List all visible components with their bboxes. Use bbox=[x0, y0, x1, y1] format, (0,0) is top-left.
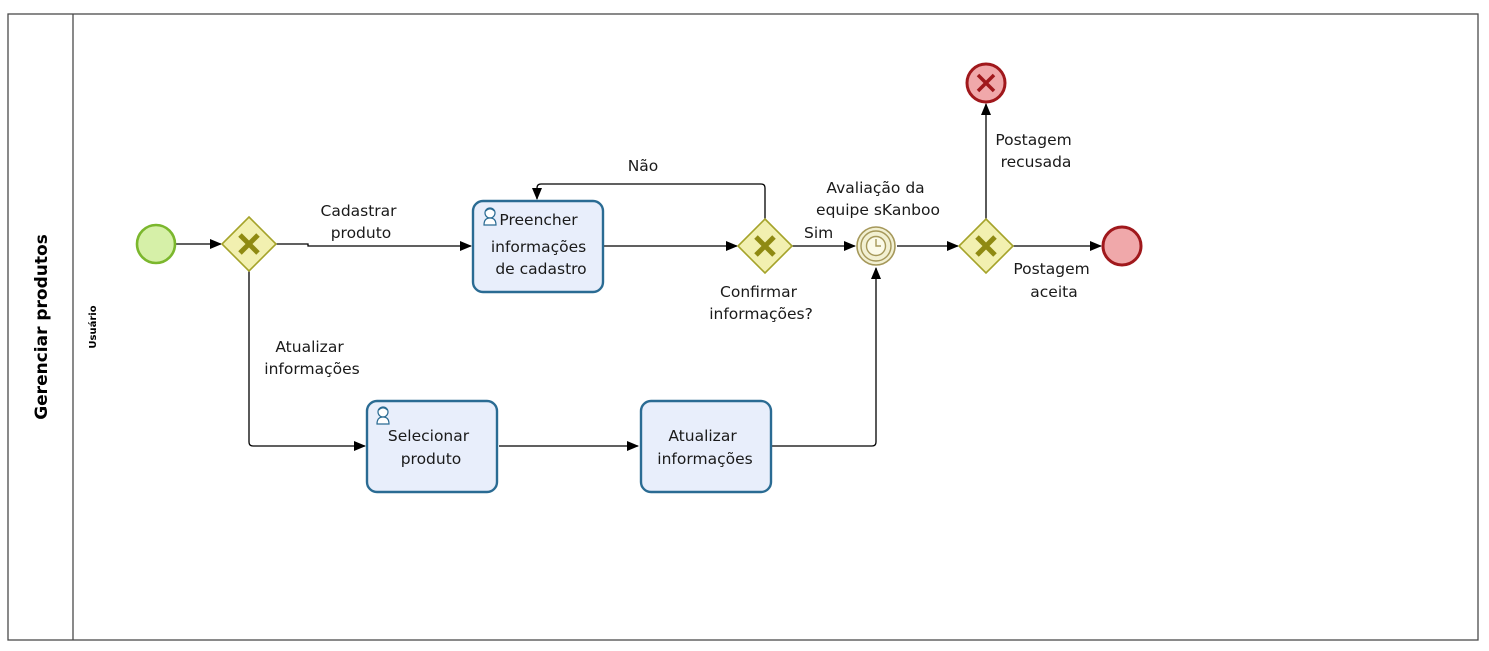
flow-gateway-to-selecionar bbox=[248, 271, 366, 451]
x-circle-icon bbox=[976, 73, 996, 93]
pool: Gerenciar produtos Usuário bbox=[7, 13, 1479, 641]
label-postagem-recusada: Postagem recusada bbox=[995, 131, 1076, 171]
label-cadastrar-produto: Cadastrar produto bbox=[321, 202, 402, 242]
sequence-flows bbox=[176, 103, 1102, 451]
task-label-line: de cadastro bbox=[495, 260, 586, 278]
label-avaliacao-equipe: Avaliação da equipe sKanboo bbox=[816, 179, 940, 219]
task-label-line: produto bbox=[401, 450, 462, 468]
task-label-line: informações bbox=[491, 238, 586, 256]
label-confirmar-informacoes: Confirmar informações? bbox=[709, 283, 813, 323]
task-preencher-informacoes[interactable]: Preencher informações de cadastro bbox=[471, 199, 605, 294]
x-icon bbox=[975, 235, 997, 257]
task-label-line: Preencher bbox=[499, 211, 578, 229]
gateway-exclusive-1[interactable] bbox=[220, 215, 278, 273]
svg-text:Preencher informações: Preencher informações de cadastro bbox=[491, 211, 591, 278]
label-postagem-aceita: Postagem aceita bbox=[1013, 260, 1094, 301]
label-nao: Não bbox=[628, 157, 659, 175]
x-icon bbox=[238, 233, 260, 255]
gateway-confirmar[interactable] bbox=[736, 217, 794, 275]
lane-title: Usuário bbox=[87, 305, 99, 348]
flow-confirmar-nao-loop bbox=[532, 183, 766, 219]
task-label-line: Selecionar bbox=[388, 427, 470, 445]
label-atualizar-informacoes: Atualizar informações bbox=[264, 338, 359, 378]
label-sim: Sim bbox=[804, 224, 833, 242]
user-icon bbox=[376, 406, 390, 425]
timer-event-avaliacao[interactable] bbox=[856, 226, 896, 266]
pool-title: Gerenciar produtos bbox=[32, 234, 52, 420]
svg-text:Selecionar produto: Selecionar produto bbox=[388, 427, 474, 468]
start-event[interactable] bbox=[135, 223, 177, 265]
flow-labels: Cadastrar produto Atualizar informações … bbox=[264, 131, 1094, 378]
error-end-event[interactable] bbox=[965, 62, 1007, 104]
x-icon bbox=[754, 235, 776, 257]
gateway-exclusive-3[interactable] bbox=[957, 217, 1015, 275]
user-icon bbox=[483, 207, 497, 226]
task-label-line: Atualizar bbox=[668, 427, 737, 445]
task-selecionar-produto[interactable]: Selecionar produto bbox=[365, 399, 499, 494]
end-event[interactable] bbox=[1101, 225, 1143, 267]
clock-icon bbox=[865, 235, 887, 257]
flow-gateway-to-preencher bbox=[276, 241, 472, 251]
flow-atualizar-to-timer bbox=[772, 267, 881, 447]
task-label-line: informações bbox=[657, 450, 752, 468]
task-atualizar-informacoes[interactable]: Atualizar informações bbox=[639, 399, 773, 494]
svg-text:Atualizar informações: Atualizar informações bbox=[657, 427, 752, 468]
